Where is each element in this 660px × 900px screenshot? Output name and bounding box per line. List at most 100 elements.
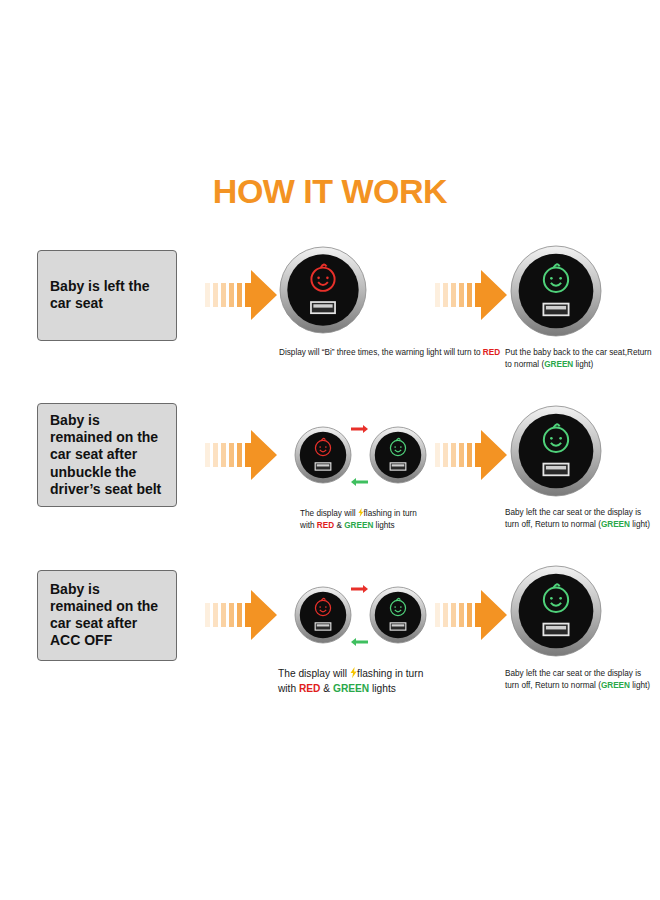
color-word: RED xyxy=(317,521,334,530)
baby-smile xyxy=(551,443,561,446)
usb-tongue xyxy=(546,466,566,470)
condition-text: Baby is remained on the car seat after u… xyxy=(50,412,164,497)
baby-face xyxy=(315,440,330,455)
device-ring xyxy=(295,587,351,643)
usb-port xyxy=(543,304,568,316)
color-word: GREEN xyxy=(344,521,373,530)
baby-hair xyxy=(321,438,325,440)
caption: Display will “Bi” three times, the warni… xyxy=(279,347,511,359)
flow-arrow xyxy=(435,270,507,320)
baby-face xyxy=(311,268,334,291)
baby-eye xyxy=(400,446,402,448)
baby-smile xyxy=(320,610,326,612)
switch-arrow xyxy=(351,478,368,486)
usb-tongue xyxy=(546,306,566,310)
usb-port xyxy=(390,623,406,630)
arrow-stripe xyxy=(443,603,448,627)
device-face xyxy=(519,414,594,489)
caption: Put the baby back to the car seat,Return… xyxy=(505,347,657,371)
arrow-stripe xyxy=(459,603,464,627)
baby-smile xyxy=(395,610,401,612)
baby-face xyxy=(315,600,330,615)
usb-port xyxy=(311,302,335,313)
arrow-stripe xyxy=(435,283,440,307)
condition-text: Baby is left the car seat xyxy=(50,278,164,312)
color-word: RED xyxy=(483,348,500,357)
usb-port xyxy=(390,463,406,470)
usb-port xyxy=(315,623,331,630)
baby-smile xyxy=(551,283,561,286)
arrow-stripe xyxy=(467,283,472,307)
arrow-head xyxy=(245,270,277,320)
baby-face xyxy=(544,588,568,612)
flow-arrow xyxy=(435,590,507,640)
switch-arrow xyxy=(351,585,368,593)
caption-text: light) xyxy=(632,681,650,690)
caption-text: The display will xyxy=(300,509,356,518)
arrow-head xyxy=(245,590,277,640)
arrow-stripe xyxy=(467,603,472,627)
lightning-bolt xyxy=(358,508,363,517)
flow-arrow xyxy=(435,430,507,480)
device-ring xyxy=(511,406,601,496)
flow-arrow xyxy=(205,270,277,320)
flow-arrow xyxy=(205,430,277,480)
baby-eye xyxy=(559,597,562,600)
usb-tongue xyxy=(317,624,330,626)
usb-port xyxy=(543,624,568,636)
baby-eye xyxy=(317,277,320,280)
device-face xyxy=(375,432,421,478)
arrow-head xyxy=(475,430,507,480)
baby-eye xyxy=(326,277,329,280)
device-ring xyxy=(280,247,366,333)
switch-arrow xyxy=(351,638,368,646)
arrow-stripe xyxy=(229,283,234,307)
baby-face xyxy=(544,428,568,452)
alarm-device xyxy=(370,587,426,643)
arrow-stripe xyxy=(451,283,456,307)
usb-tongue xyxy=(392,624,405,626)
arrow-stripe xyxy=(213,283,218,307)
color-word: GREEN xyxy=(544,360,573,369)
caption-text: light) xyxy=(576,360,594,369)
arrow-stripe xyxy=(237,603,242,627)
arrow-stripe xyxy=(229,443,234,467)
baby-smile xyxy=(551,603,561,606)
device-ring xyxy=(511,566,601,656)
color-word: GREEN xyxy=(601,520,630,529)
usb-port xyxy=(543,464,568,476)
baby-hair xyxy=(554,424,560,427)
baby-hair xyxy=(396,438,400,440)
title: HOW IT WORK xyxy=(0,172,660,211)
baby-eye xyxy=(394,606,396,608)
baby-hair xyxy=(396,598,400,600)
condition-text: Baby is remained on the car seat after A… xyxy=(50,581,164,649)
baby-eye xyxy=(550,597,553,600)
usb-tongue xyxy=(546,626,566,630)
caption-text: Display will “Bi” three times, the warni… xyxy=(279,348,481,357)
baby-hair xyxy=(321,264,327,267)
arrow-stripe xyxy=(451,603,456,627)
device-face xyxy=(287,254,358,325)
usb-tongue xyxy=(317,464,330,466)
device-face xyxy=(300,432,346,478)
device-face xyxy=(519,254,594,329)
baby-face xyxy=(390,600,405,615)
arrow-stripe xyxy=(205,283,210,307)
caption-text: & xyxy=(323,683,330,694)
baby-face xyxy=(544,268,568,292)
device-face xyxy=(300,592,346,638)
arrow-stripe xyxy=(451,443,456,467)
caption-text: lights xyxy=(372,683,396,694)
device-ring xyxy=(295,427,351,483)
arrow-stripe xyxy=(435,603,440,627)
baby-eye xyxy=(319,606,321,608)
lightning-bolt xyxy=(350,667,356,678)
baby-eye xyxy=(550,277,553,280)
arrow-stripe xyxy=(459,443,464,467)
lightning-icon xyxy=(358,508,364,517)
arrow-stripe xyxy=(237,443,242,467)
alarm-device xyxy=(280,247,366,333)
device-ring xyxy=(370,427,426,483)
caption-text: & xyxy=(336,521,341,530)
